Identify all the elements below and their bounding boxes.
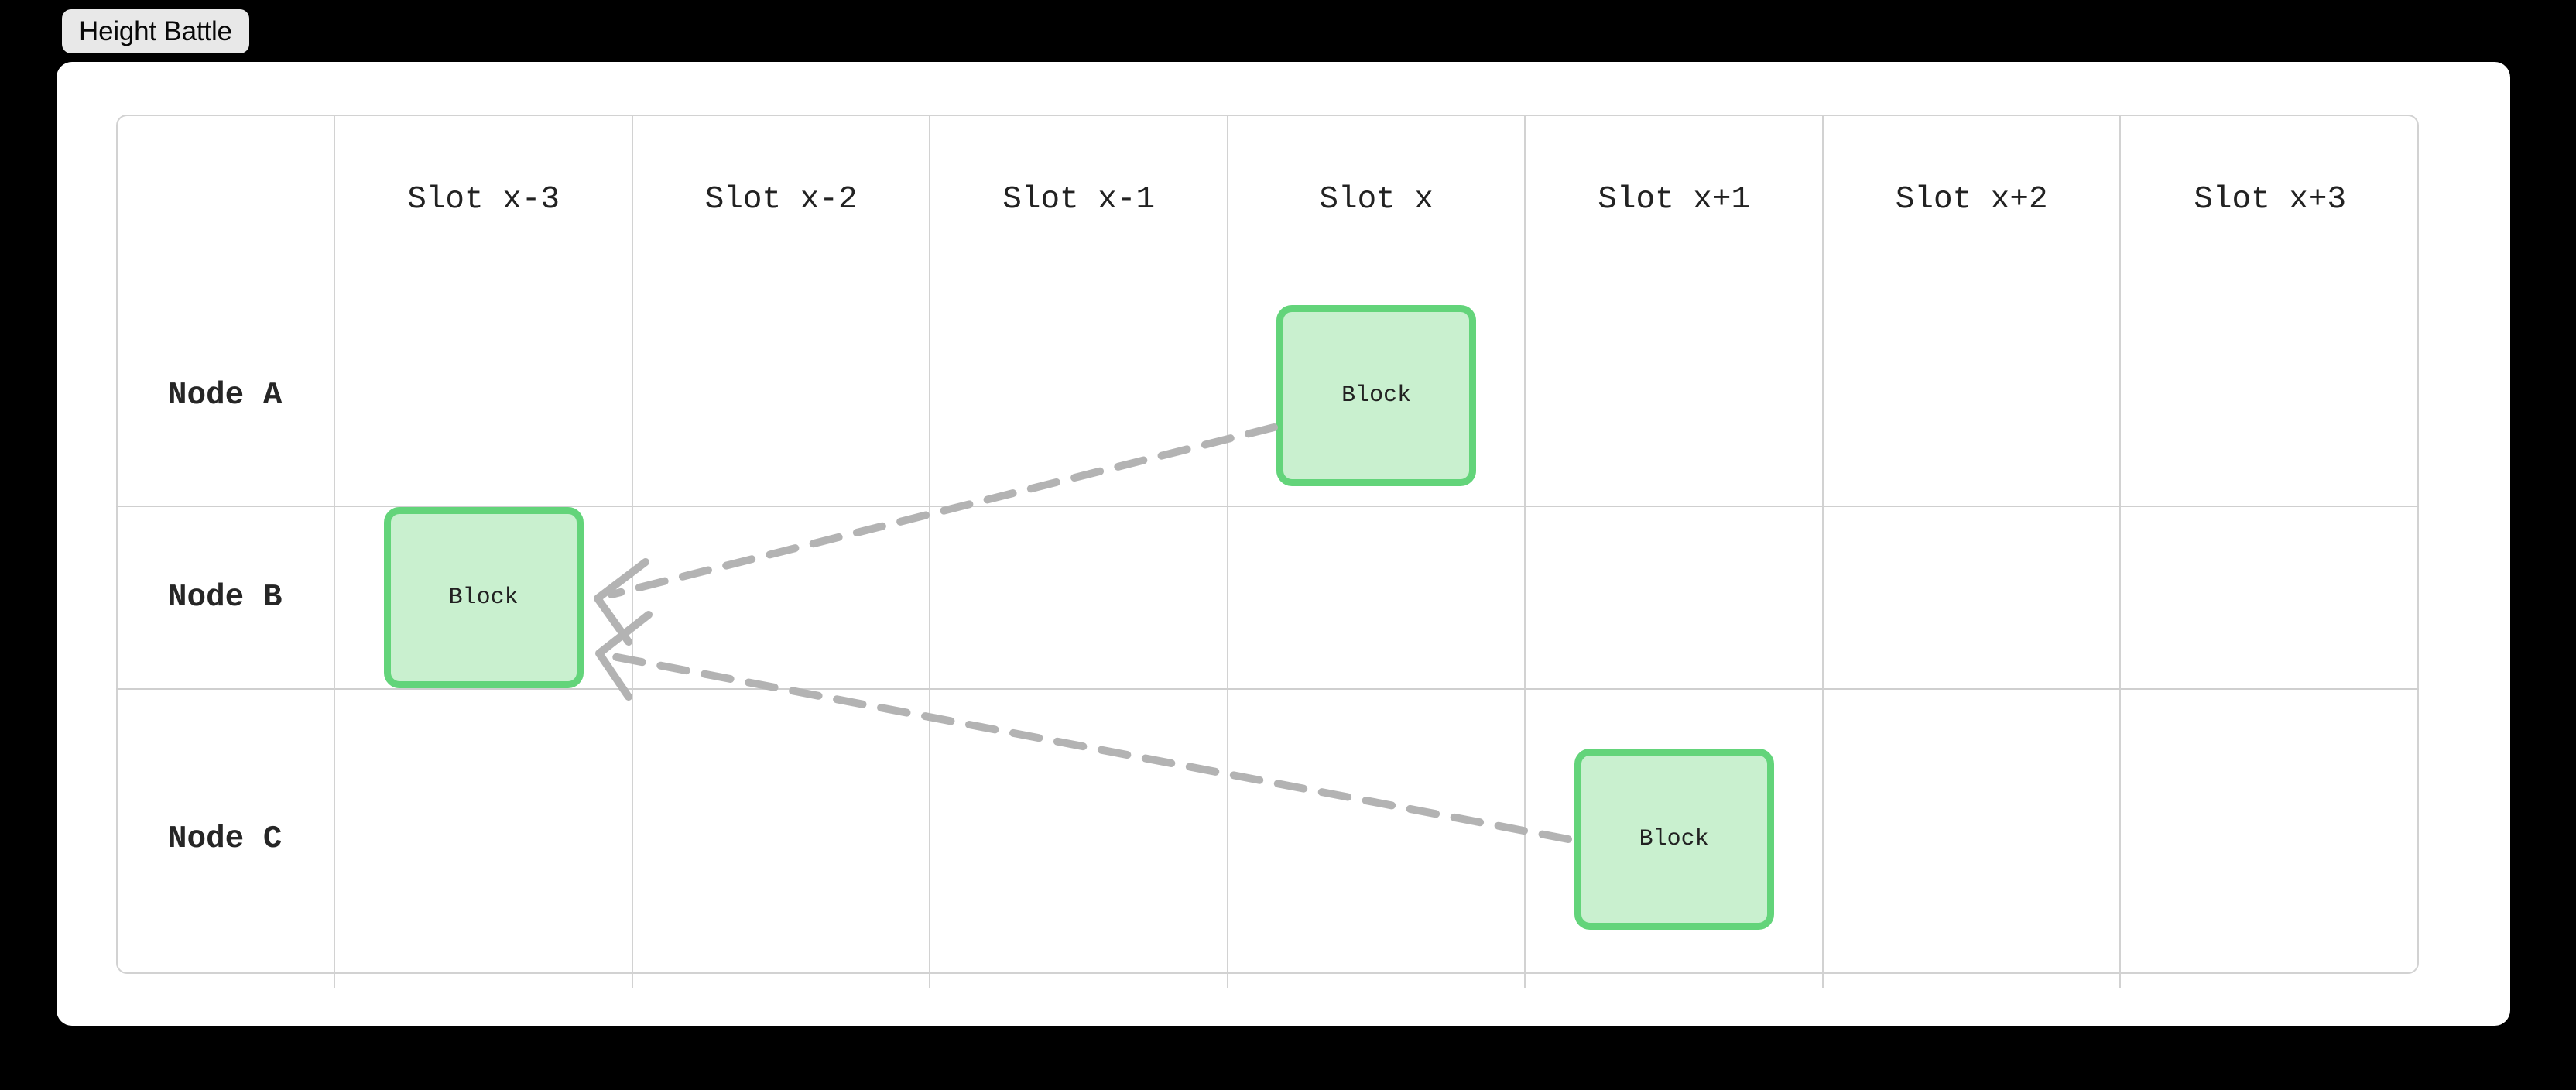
block-chip-node-b[interactable]: Block [383, 507, 584, 688]
cell-node-b-slot-x-1 [930, 507, 1228, 690]
cell-node-a-slot-x-3 [335, 285, 633, 507]
cell-node-c-slot-x-1 [930, 690, 1228, 988]
column-header-slot-x: Slot x [1228, 115, 1526, 285]
cell-node-b-slot-x-3: Block [335, 507, 633, 690]
column-header-slot-x+2: Slot x+2 [1824, 115, 2122, 285]
cell-node-a-slot-x+1 [1526, 285, 1824, 507]
column-header-slot-x-3: Slot x-3 [335, 115, 633, 285]
grid-corner-cell [116, 115, 336, 285]
column-header-slot-x+3: Slot x+3 [2194, 182, 2347, 218]
column-header-slot-x-1: Slot x-1 [930, 115, 1228, 285]
page-title-text: Height Battle [79, 16, 232, 46]
cell-node-b-slot-x-2 [632, 507, 931, 690]
cell-node-a-slot-x: Block [1228, 285, 1526, 507]
cell-node-c-slot-x-2 [633, 690, 931, 988]
cell-node-b-slot-x+1 [1526, 507, 1824, 690]
column-header-slot-x+1: Slot x+1 [1526, 115, 1824, 285]
slot-grid-table: Slot x-3 Slot x-2 Slot x-1 Slot x Slot x… [116, 115, 2419, 988]
cell-node-c-slot-x+2 [1824, 690, 2122, 988]
block-chip-label: Block [1639, 825, 1709, 852]
cell-node-c-slot-x+1: Block [1526, 690, 1824, 988]
page-title-badge: Height Battle [62, 9, 249, 53]
row-label-node-a: Node A [116, 285, 336, 507]
block-chip-label: Block [1341, 382, 1412, 409]
block-chip-node-c[interactable]: Block [1574, 748, 1774, 930]
table-row-node-b: Node B Block [116, 507, 2419, 690]
cell-node-b-slot-x+2 [1823, 507, 2122, 690]
cell-node-a-slot-x-1 [930, 285, 1228, 507]
cell-node-c-slot-x-3 [335, 690, 633, 988]
table-row-node-a: Node A Block [116, 285, 2419, 507]
cell-node-b-slot-x [1228, 507, 1526, 690]
column-header-slot-x-2: Slot x-2 [633, 115, 931, 285]
cell-node-a-slot-x-2 [632, 285, 931, 507]
cell-node-c-slot-x [1228, 690, 1526, 988]
cell-node-c-slot-x+3 [2121, 690, 2419, 988]
block-chip-label: Block [448, 584, 519, 611]
cell-node-a-slot-x+3 [2121, 285, 2419, 507]
cell-node-b-slot-x+3 [2121, 507, 2419, 690]
table-row-node-c: Node C Block [116, 690, 2419, 988]
slot-grid-container: Slot x-3 Slot x-2 Slot x-1 Slot x Slot x… [116, 115, 2419, 988]
row-label-node-c: Node C [116, 690, 336, 988]
grid-header-row: Slot x-3 Slot x-2 Slot x-1 Slot x Slot x… [116, 115, 2419, 285]
diagram-card: Slot x-3 Slot x-2 Slot x-1 Slot x Slot x… [57, 62, 2510, 1026]
block-chip-node-a[interactable]: Block [1276, 304, 1477, 486]
cell-node-a-slot-x+2 [1823, 285, 2122, 507]
row-label-node-b: Node B [116, 507, 336, 690]
